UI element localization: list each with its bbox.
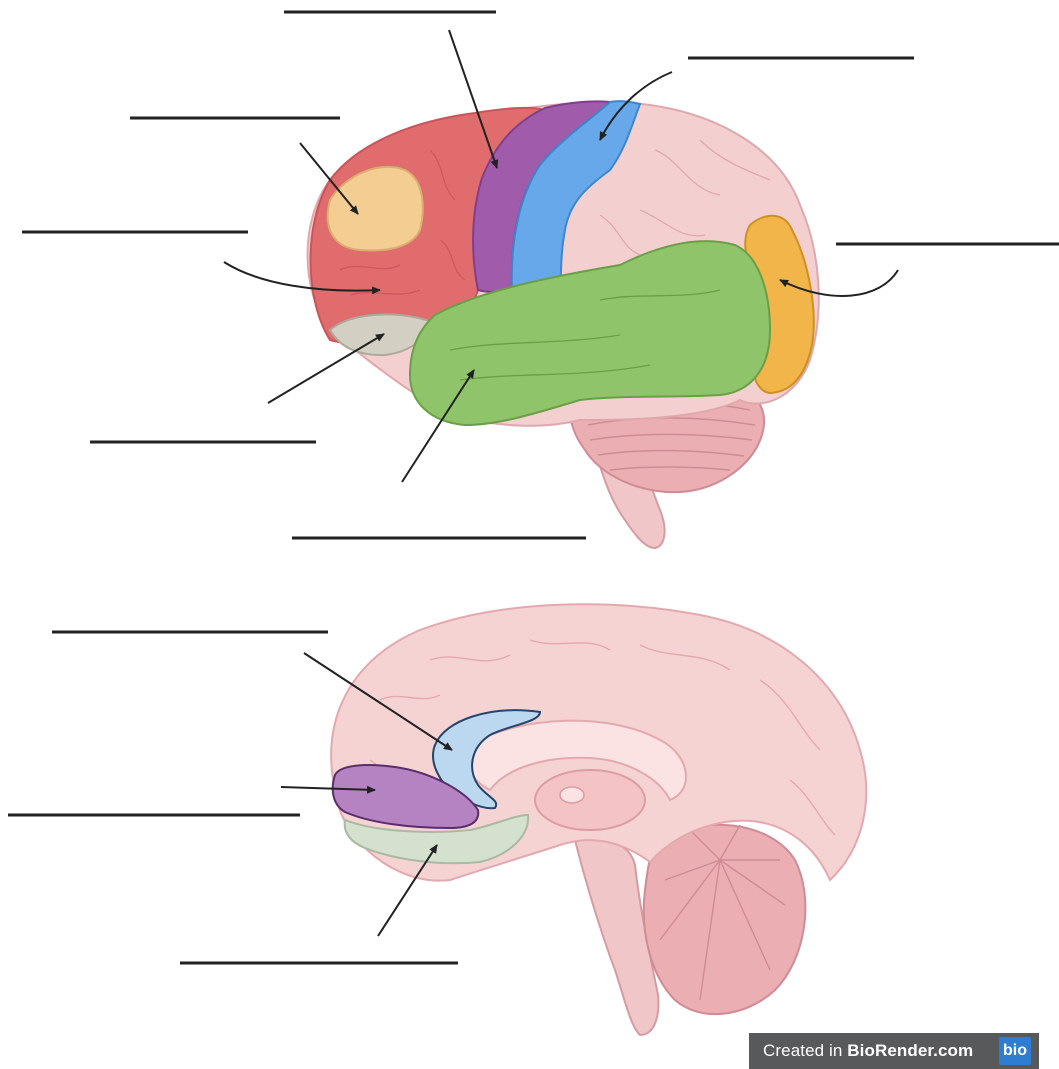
midsagittal-brain-view <box>331 604 866 1035</box>
lateral-brain-view <box>308 101 819 548</box>
credit-brand: BioRender.com <box>847 1041 973 1060</box>
biorender-logo-icon: bio <box>999 1037 1031 1065</box>
credit-prefix: Created in <box>763 1041 847 1060</box>
thalamus <box>535 770 645 830</box>
leader-arrow <box>268 334 384 403</box>
biorender-credit[interactable]: Created in BioRender.com bio <box>749 1033 1039 1069</box>
